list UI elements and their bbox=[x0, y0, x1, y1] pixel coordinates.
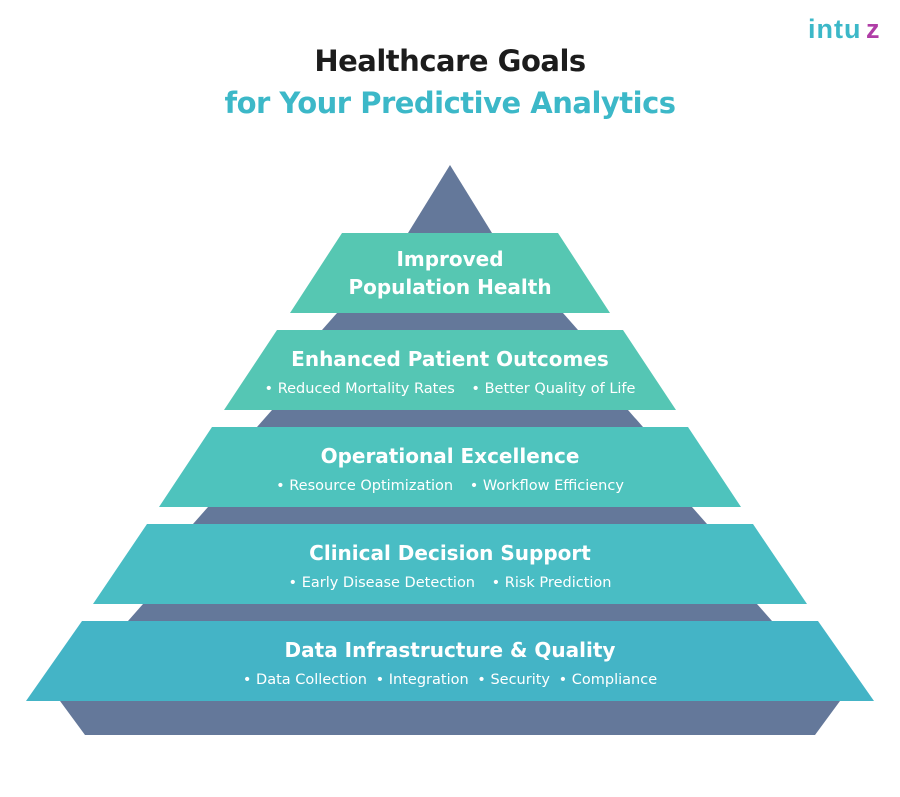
pyramid-separator-4 bbox=[128, 604, 772, 621]
tier-3-heading: Operational Excellence bbox=[320, 444, 580, 468]
title-line-1: Healthcare Goals bbox=[314, 44, 586, 78]
tier-3-bullets: • Resource Optimization • Workflow Effic… bbox=[0, 476, 900, 496]
tier-5-bullet: • Integration bbox=[375, 672, 469, 688]
tier-2-bullets: • Reduced Mortality Rates • Better Quali… bbox=[0, 379, 900, 399]
tier-3-band bbox=[159, 427, 741, 507]
tier-1-band bbox=[290, 233, 610, 313]
tier-5-heading: Data Infrastructure & Quality bbox=[284, 638, 616, 662]
pyramid-base bbox=[60, 701, 840, 735]
pyramid-separator-1 bbox=[322, 313, 578, 330]
tier-2-bullet: • Better Quality of Life bbox=[471, 381, 636, 397]
tier-4-bullet: • Risk Prediction bbox=[491, 575, 612, 591]
tier-4-bullets: • Early Disease Detection • Risk Predict… bbox=[0, 573, 900, 593]
intuz-logo: intu z bbox=[808, 14, 880, 44]
pyramid-separator-3 bbox=[193, 507, 707, 524]
tier-5-bullet: • Compliance bbox=[558, 672, 658, 688]
tier-5-band bbox=[26, 621, 874, 701]
tier-1-heading-line-2: Population Health bbox=[348, 275, 552, 299]
tier-3-bullet: • Resource Optimization bbox=[276, 478, 454, 494]
tier-5-bullet: • Data Collection bbox=[242, 672, 367, 688]
tier-5-bullets: • Data Collection • Integration • Securi… bbox=[0, 670, 900, 690]
tier-4-bullet: • Early Disease Detection bbox=[288, 575, 475, 591]
tier-2-band bbox=[224, 330, 676, 410]
tier-3-bullet: • Workflow Efficiency bbox=[469, 478, 624, 494]
tier-4-heading: Clinical Decision Support bbox=[309, 541, 591, 565]
tier-2-heading: Enhanced Patient Outcomes bbox=[291, 347, 609, 371]
tier-4-band bbox=[93, 524, 807, 604]
svg-text:z: z bbox=[866, 14, 880, 44]
tier-1-heading-line-1: Improved bbox=[396, 247, 504, 271]
tier-5-bullet: • Security bbox=[477, 672, 550, 688]
title-line-2: for Your Predictive Analytics bbox=[224, 86, 676, 120]
tier-2-bullet: • Reduced Mortality Rates bbox=[264, 381, 455, 397]
pyramid-separator-2 bbox=[257, 410, 643, 427]
pyramid-apex bbox=[408, 165, 492, 233]
svg-text:intu: intu bbox=[808, 14, 861, 44]
